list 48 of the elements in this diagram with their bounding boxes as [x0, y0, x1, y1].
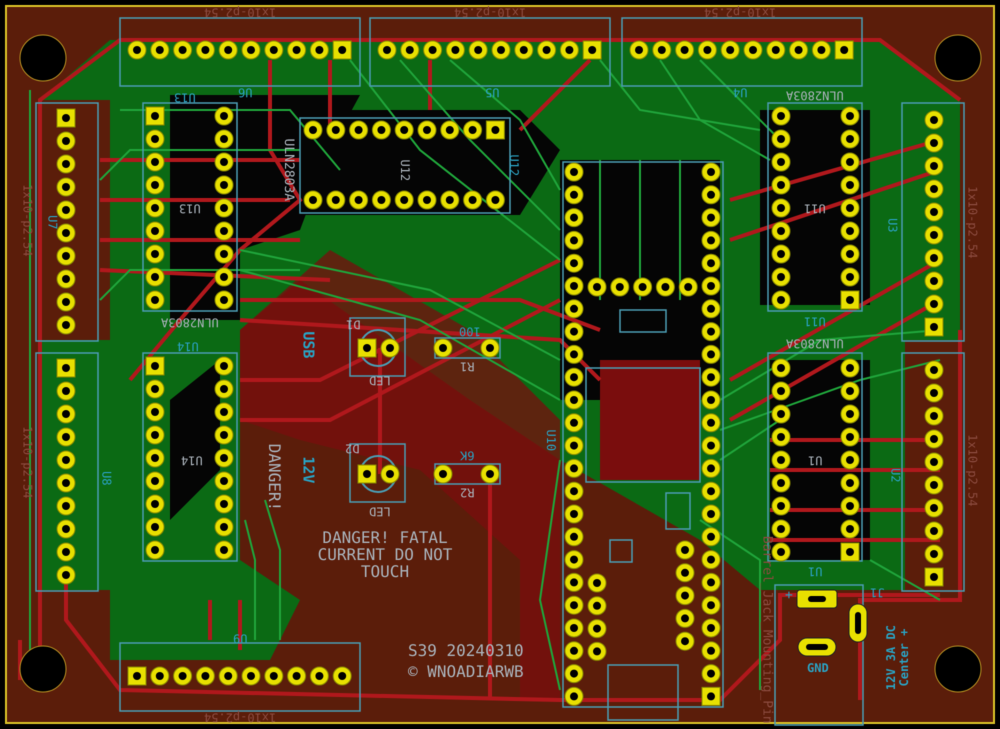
reference-designator: U9 [233, 632, 248, 644]
reference-designator: U12 [398, 158, 412, 181]
part-value-label: ULN2803A [786, 336, 844, 350]
footprint-label: 1x10-p2.54 [20, 426, 34, 498]
footprint-label: 1x10-p2.54 [204, 710, 276, 724]
part-value-label: 6K [460, 448, 474, 462]
indicator-label: USB [299, 331, 315, 358]
reference-designator: R2 [460, 486, 474, 498]
pin-label: GND [807, 662, 829, 674]
reference-designator: U14 [177, 340, 199, 352]
reference-designator: U5 [485, 86, 500, 98]
reference-designator: U6 [238, 86, 252, 98]
reference-designator: J1 [870, 586, 884, 598]
reference-designator: R1 [460, 360, 474, 372]
polarity-mark: + [785, 589, 793, 603]
reference-designator: U7 [46, 214, 59, 230]
footprint-label: 1x10-p2.54 [20, 184, 34, 256]
part-value-label: LED [369, 374, 391, 386]
reference-designator: U3 [886, 218, 899, 232]
warning-text: DANGER! FATAL CURRENT DO NOT TOUCH [318, 530, 452, 580]
footprint-label: 1x10-p2.54 [454, 6, 526, 18]
warning-text: DANGER! [264, 443, 282, 511]
reference-designator: D1 [346, 318, 360, 330]
power-spec-label: 12V 3A DC Center + [884, 624, 910, 692]
reference-designator: U13 [174, 90, 196, 104]
reference-designator: U2 [888, 468, 902, 482]
part-value-label: LED [369, 504, 391, 518]
footprint-label: Barrel_Jack_Mounting_Pin [760, 536, 774, 724]
reference-designator: U8 [100, 470, 113, 486]
reference-designator: D2 [345, 442, 360, 454]
footprint-label: 1x10-p2.54 [704, 6, 776, 18]
reference-designator: U1 [808, 564, 822, 578]
reference-designator: U14 [181, 454, 203, 466]
part-value-label: 100 [459, 324, 481, 338]
reference-designator: U10 [544, 428, 558, 451]
reference-designator: U12 [508, 154, 520, 176]
part-value-label: ULN2803A [161, 316, 219, 328]
copyright-notice: © WNOADIARWB [408, 664, 524, 680]
reference-designator: U11 [804, 202, 826, 214]
indicator-label: 12V [299, 456, 315, 484]
board-id-label: S39 20240310 [408, 642, 524, 660]
part-value-label: ULN2803A [786, 88, 844, 102]
reference-designator: U11 [804, 314, 826, 328]
reference-designator: U1 [808, 454, 822, 466]
reference-designator: U4 [733, 86, 748, 98]
footprint-label: 1x10-p2.54 [204, 6, 276, 18]
reference-designator: U13 [179, 202, 201, 214]
part-value-label: ULN2803A [281, 138, 295, 202]
